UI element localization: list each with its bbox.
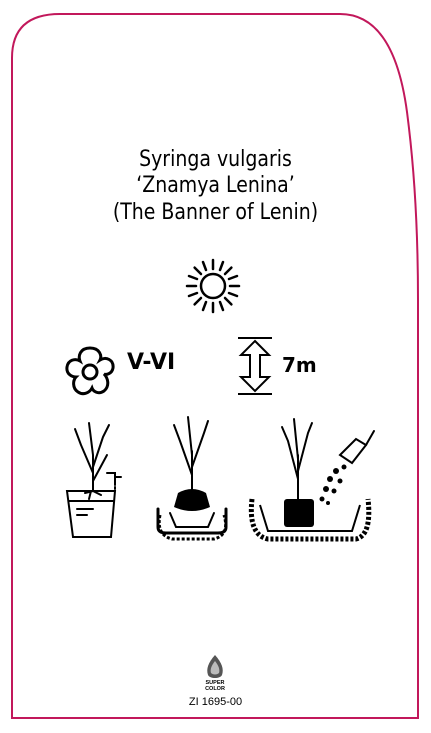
cultivar-name: ‘Znamya Lenina’	[136, 173, 295, 198]
height-arrow-icon	[238, 337, 272, 395]
sun-icon	[185, 258, 241, 314]
product-code: ZI 1695-00	[188, 696, 243, 708]
flower-icon	[65, 346, 115, 396]
mature-height: 7m	[282, 353, 317, 377]
flowering-months: V-VI	[127, 350, 176, 375]
watering-plant-icon	[65, 422, 122, 538]
planting-icon	[156, 416, 228, 541]
supercolor-logo-icon: SUPER COLOR	[205, 655, 225, 692]
logo-text-super: SUPER	[206, 680, 225, 686]
common-name: (The Banner of Lenin)	[112, 200, 319, 225]
soil-filling-icon	[248, 418, 375, 542]
botanical-name: Syringa vulgaris	[139, 147, 292, 172]
logo-text-color: COLOR	[205, 686, 225, 692]
